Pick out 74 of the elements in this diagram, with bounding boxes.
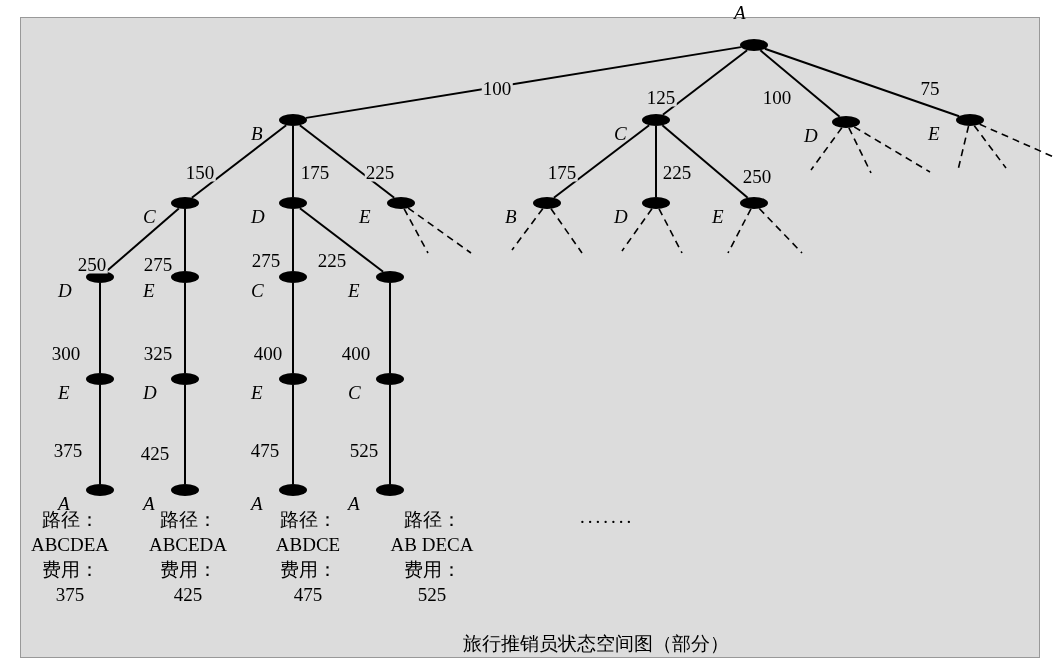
- tree-edge: [763, 47, 961, 118]
- tree-edge: [292, 384, 294, 485]
- dashed-branch: [727, 208, 752, 254]
- dashed-branch: [848, 127, 872, 174]
- dashed-branch: [403, 208, 429, 254]
- tree-edge: [389, 282, 391, 374]
- tree-edge: [292, 125, 294, 198]
- tree-edge: [655, 125, 657, 198]
- dashed-branch: [407, 207, 472, 254]
- node-letter: E: [712, 207, 724, 226]
- path-note: 路径：: [41, 510, 99, 529]
- ellipsis: .......: [579, 506, 635, 526]
- node-letter: E: [143, 281, 155, 300]
- tree-edge: [184, 208, 186, 272]
- path-note: 费用：: [159, 560, 217, 579]
- path-note: 525: [417, 585, 447, 604]
- tree-edge: [190, 124, 288, 199]
- dashed-branch: [853, 126, 931, 173]
- tree-edge: [298, 207, 385, 273]
- path-note: ABDCE: [275, 535, 341, 554]
- caption: 旅行推销员状态空间图（部分）: [463, 633, 729, 653]
- path-note: ABCDEA: [30, 535, 110, 554]
- path-note: 路径：: [403, 510, 461, 529]
- tree-edge: [99, 384, 101, 485]
- tree-edge: [184, 384, 186, 485]
- node-letter: A: [734, 3, 746, 22]
- node-letter: A: [143, 494, 155, 513]
- path-note: 425: [173, 585, 203, 604]
- dashed-branch: [511, 207, 544, 251]
- node-letter: C: [348, 383, 361, 402]
- path-note: 375: [55, 585, 85, 604]
- tree-edge: [298, 124, 396, 199]
- node-letter: C: [614, 124, 627, 143]
- tree-edge: [292, 208, 294, 272]
- path-note: AB DECA: [390, 535, 474, 554]
- tree-edge: [99, 282, 101, 374]
- node-letter: E: [348, 281, 360, 300]
- tree-edge: [661, 124, 749, 199]
- dashed-branch: [658, 208, 683, 254]
- path-note: 费用：: [41, 560, 99, 579]
- node-letter: E: [251, 383, 263, 402]
- tree-edge: [389, 384, 391, 485]
- node-letter: A: [348, 494, 360, 513]
- dashed-branch: [758, 207, 803, 254]
- tree-edge: [305, 46, 742, 119]
- path-note: 475: [293, 585, 323, 604]
- tree-edge: [759, 49, 841, 118]
- path-note: 路径：: [279, 510, 337, 529]
- node-letter: C: [251, 281, 264, 300]
- node-letter: D: [143, 383, 157, 402]
- tree-edge: [552, 124, 651, 199]
- dashed-branch: [957, 125, 970, 171]
- path-note: 费用：: [279, 560, 337, 579]
- dashed-branch: [810, 126, 843, 171]
- dashed-branch: [973, 124, 1007, 169]
- node-letter: D: [58, 281, 72, 300]
- dashed-branch: [550, 207, 583, 254]
- node-letter: D: [614, 207, 628, 226]
- tree-edge: [184, 282, 186, 374]
- dashed-branch: [621, 207, 653, 252]
- node-letter: B: [505, 207, 517, 226]
- tree-edge: [661, 49, 749, 116]
- path-note: ABCEDA: [148, 535, 228, 554]
- path-note: 费用：: [403, 560, 461, 579]
- node-letter: B: [251, 124, 263, 143]
- node-letter: E: [359, 207, 371, 226]
- node-letter: D: [251, 207, 265, 226]
- path-note: 路径：: [159, 510, 217, 529]
- node-letter: C: [143, 207, 156, 226]
- node-letter: A: [251, 494, 263, 513]
- node-letter: E: [928, 124, 940, 143]
- node-letter: D: [804, 126, 818, 145]
- node-letter: E: [58, 383, 70, 402]
- tree-edge: [292, 282, 294, 374]
